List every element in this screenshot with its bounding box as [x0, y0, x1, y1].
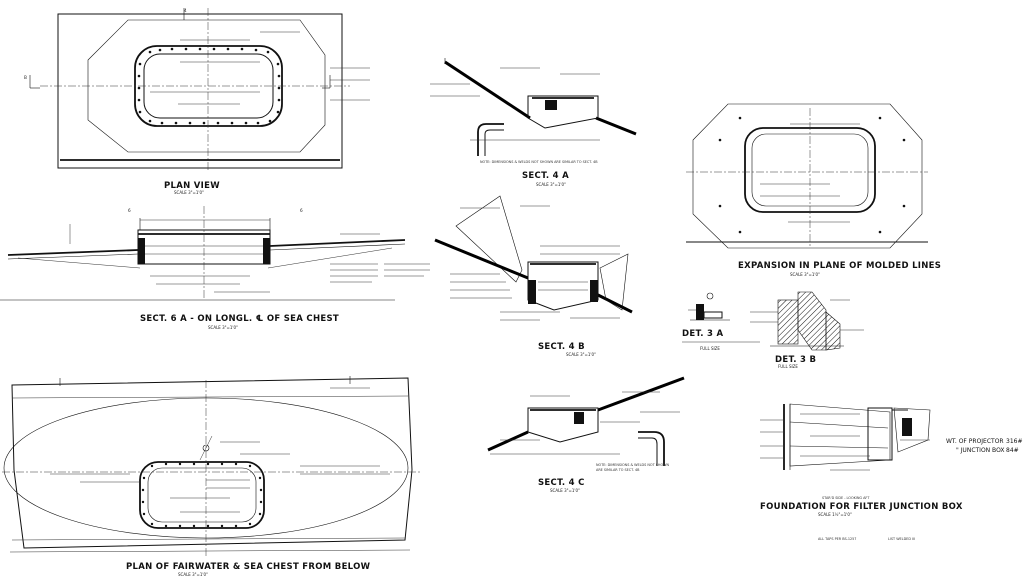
- plan-view-title: PLAN VIEW: [164, 181, 220, 191]
- plan-view-bolt-ring: [137, 47, 281, 125]
- detail-3a-scale: FULL SIZE: [700, 346, 720, 351]
- expansion-view: EXPANSION IN PLANE OF MOLDED LINES SCALE…: [686, 103, 941, 277]
- fairwater-chest-opening: [139, 461, 265, 529]
- section-4c-scale: SCALE 3"=1'0": [550, 488, 580, 493]
- weight-projector-label: WT. OF PROJECTOR: [946, 438, 1004, 445]
- plan-section-mark-4: 4: [184, 8, 187, 13]
- plan-view: PLAN VIEW SCALE 3"=1'0": [29, 8, 370, 195]
- section-4b-scale: SCALE 3"=1'0": [566, 352, 596, 357]
- foundation-scale: SCALE 1½"=1'0": [818, 512, 852, 517]
- detail-3b: DET. 3 B FULL SIZE: [750, 291, 864, 369]
- detail-3a: DET. 3 A FULL SIZE: [682, 292, 760, 351]
- section-6a-title: SECT. 6 A - ON LONGL. ℄ OF SEA CHEST: [140, 314, 339, 324]
- section-4b: SECT. 4 B SCALE 3"=1'0": [434, 195, 633, 357]
- section-6a-mark-right: 6: [300, 208, 303, 213]
- plan-fairwater: PLAN OF FAIRWATER & SEA CHEST FROM BELOW…: [2, 376, 420, 577]
- plan-fairwater-scale: SCALE 3"=1'0": [178, 572, 208, 577]
- weight-junction-value: 84#: [1006, 447, 1019, 454]
- foundation-junction-box: STAR'D SIDE - LOOKING AFT FOUNDATION FOR…: [760, 403, 963, 517]
- section-6a-scale: SCALE 3"=1'0": [208, 325, 238, 330]
- plan-view-scale: SCALE 3"=1'0": [174, 190, 204, 195]
- weights-block: WT. OF PROJECTOR 316# " JUNCTION BOX 84#: [946, 438, 1022, 454]
- detail-3a-title: DET. 3 A: [682, 329, 724, 339]
- plan-view-doubler: [87, 19, 326, 153]
- plan-section-mark-b: B: [24, 75, 27, 80]
- detail-3b-title: DET. 3 B: [775, 355, 816, 365]
- detail-3b-scale: FULL SIZE: [778, 364, 798, 369]
- welded-note: LIST WELDED III: [888, 537, 915, 541]
- section-4c: NOTE: DIMENSIONS & WELDS NOT SHOWN ARE S…: [487, 376, 685, 493]
- svg-text:NOTE: DIMENSIONS & WELDS NOT S: NOTE: DIMENSIONS & WELDS NOT SHOWN: [596, 463, 669, 467]
- fairwater-bolt-ring: [141, 462, 263, 528]
- section-6a-mark-left: 6: [128, 208, 131, 213]
- taps-note: ALL TAPS PER BS-1257: [818, 537, 856, 541]
- expansion-title: EXPANSION IN PLANE OF MOLDED LINES: [738, 261, 941, 271]
- expansion-outline: [692, 103, 923, 249]
- svg-text:ARE SIMILAR TO SECT. 4B: ARE SIMILAR TO SECT. 4B: [596, 468, 640, 472]
- plan-fairwater-title: PLAN OF FAIRWATER & SEA CHEST FROM BELOW: [126, 562, 371, 572]
- weight-projector-value: 316#: [1006, 438, 1022, 445]
- section-4a-scale: SCALE 3"=1'0": [536, 182, 566, 187]
- expansion-scale: SCALE 3"=1'0": [790, 272, 820, 277]
- foundation-view-note: STAR'D SIDE - LOOKING AFT: [822, 496, 870, 500]
- weight-junction-label: " JUNCTION BOX: [956, 447, 1005, 454]
- section-4b-title: SECT. 4 B: [538, 342, 585, 352]
- fairwater-outline: [11, 377, 413, 549]
- foundation-title: FOUNDATION FOR FILTER JUNCTION BOX: [760, 502, 963, 512]
- section-4c-title: SECT. 4 C: [538, 478, 585, 488]
- section-4a: NOTE: DIMENSIONS & WELDS NOT SHOWN ARE S…: [430, 58, 637, 187]
- plan-view-frame: [57, 13, 343, 169]
- section-4a-title: SECT. 4 A: [522, 171, 569, 181]
- section-6a: 6 6 SECT. 6 A - ON LONGL. ℄ OF SEA CHEST…: [0, 206, 430, 330]
- svg-text:NOTE: DIMENSIONS & WELDS NOT S: NOTE: DIMENSIONS & WELDS NOT SHOWN ARE S…: [480, 160, 598, 164]
